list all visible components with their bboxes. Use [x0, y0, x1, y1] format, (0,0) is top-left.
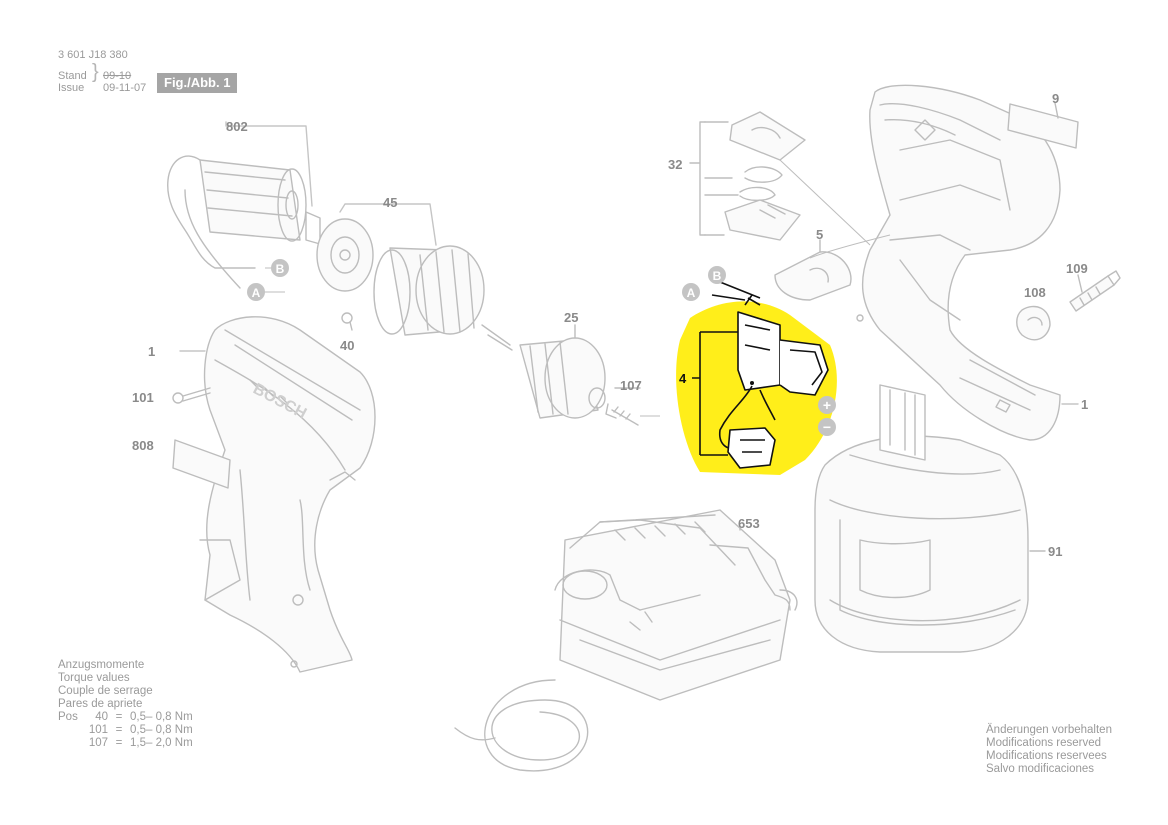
notice-de: Änderungen vorbehalten [986, 724, 1112, 736]
bracket-icon: } [92, 61, 99, 83]
torque-title-en: Torque values [58, 672, 130, 684]
marker-plus-text: + [823, 397, 831, 413]
torque-row-eq: = [115, 724, 123, 736]
part-label-808: 808 [132, 438, 154, 453]
torque-row: 107 = 1,5– 2,0 Nm [58, 737, 193, 750]
battery-91-part [814, 384, 1046, 653]
modifications-notice: Änderungen vorbehalten Modifications res… [986, 724, 1112, 776]
torque-row-pos: 107 [88, 737, 108, 749]
stand-date: 09-10 [103, 70, 132, 82]
part-label-1-left: 1 [148, 344, 156, 359]
stand-label: Stand [58, 70, 87, 82]
screw-40-part [341, 312, 353, 331]
label-808-part [172, 439, 231, 489]
part-label-5: 5 [816, 227, 824, 242]
charger-653-part [454, 509, 798, 772]
screw-107-part [605, 387, 641, 426]
torque-note: Anzugsmomente Torque values Couple de se… [58, 659, 193, 750]
screw-101-part [172, 387, 211, 404]
part-label-1-right: 1 [1081, 397, 1089, 412]
notice-fr: Modifications reservees [986, 750, 1107, 762]
torque-row-pos: 101 [88, 724, 108, 736]
marker-b-right: B [708, 266, 726, 284]
torque-title-es: Pares de apriete [58, 698, 143, 710]
marker-a-left-text: A [252, 286, 261, 300]
issue-label: Issue [58, 82, 85, 94]
marker-a-right-text: A [687, 286, 696, 300]
part-label-653: 653 [738, 516, 760, 531]
part-label-45: 45 [383, 195, 398, 210]
notice-en: Modifications reserved [986, 737, 1102, 749]
housing-left-part [199, 316, 376, 673]
motor-part [167, 155, 321, 289]
marker-b-right-text: B [713, 269, 722, 283]
part-label-107: 107 [620, 378, 642, 393]
clip-108-part [1016, 305, 1051, 341]
part-label-32: 32 [668, 157, 683, 172]
part-label-4: 4 [679, 371, 687, 386]
figure-badge: Fig./Abb. 1 [157, 73, 238, 93]
connector-markers: A B A B + − [247, 259, 836, 436]
torque-row-eq: = [115, 737, 123, 749]
switch-cover-32-part [689, 111, 806, 241]
part-label-802: 802 [226, 119, 248, 134]
marker-b-left: B [271, 259, 289, 277]
marker-a-left: A [247, 283, 265, 301]
part-label-109: 109 [1066, 261, 1088, 276]
part-label-101: 101 [132, 390, 154, 405]
trigger-cover-5-part [774, 239, 852, 301]
marker-minus-text: − [823, 419, 831, 435]
marker-plus: + [818, 396, 836, 414]
part-label-25: 25 [564, 310, 579, 325]
torque-row-value: 0,5– 0,8 Nm [130, 724, 193, 736]
part-label-9: 9 [1052, 91, 1060, 106]
marker-minus: − [818, 418, 836, 436]
part-number: 3 601 J18 380 [58, 49, 128, 61]
torque-row-eq: = [115, 711, 123, 723]
issue-date: 09-11-07 [103, 82, 147, 94]
marker-a-right: A [682, 283, 700, 301]
torque-row: Pos 40 = 0,5– 0,8 Nm [58, 711, 193, 724]
marker-b-left-text: B [276, 262, 285, 276]
torque-pos-label: Pos [58, 711, 78, 723]
part-label-40: 40 [340, 338, 355, 353]
highlighted-part-4-group [676, 281, 837, 475]
label-9-part [1007, 102, 1079, 149]
housing-right-part [856, 84, 1061, 441]
torque-row: 101 = 0,5– 0,8 Nm [58, 724, 193, 737]
torque-row-pos: 40 [95, 711, 108, 723]
notice-es: Salvo modificaciones [986, 763, 1095, 775]
gearbox-part [316, 218, 513, 351]
torque-row-value: 1,5– 2,0 Nm [130, 737, 193, 749]
part-label-91: 91 [1048, 544, 1063, 559]
torque-row-value: 0,5– 0,8 Nm [130, 711, 193, 723]
bit-109-part [1069, 270, 1121, 312]
torque-title-fr: Couple de serrage [58, 685, 153, 697]
torque-title-de: Anzugsmomente [58, 659, 145, 671]
part-label-108: 108 [1024, 285, 1046, 300]
chuck-part [519, 324, 606, 419]
